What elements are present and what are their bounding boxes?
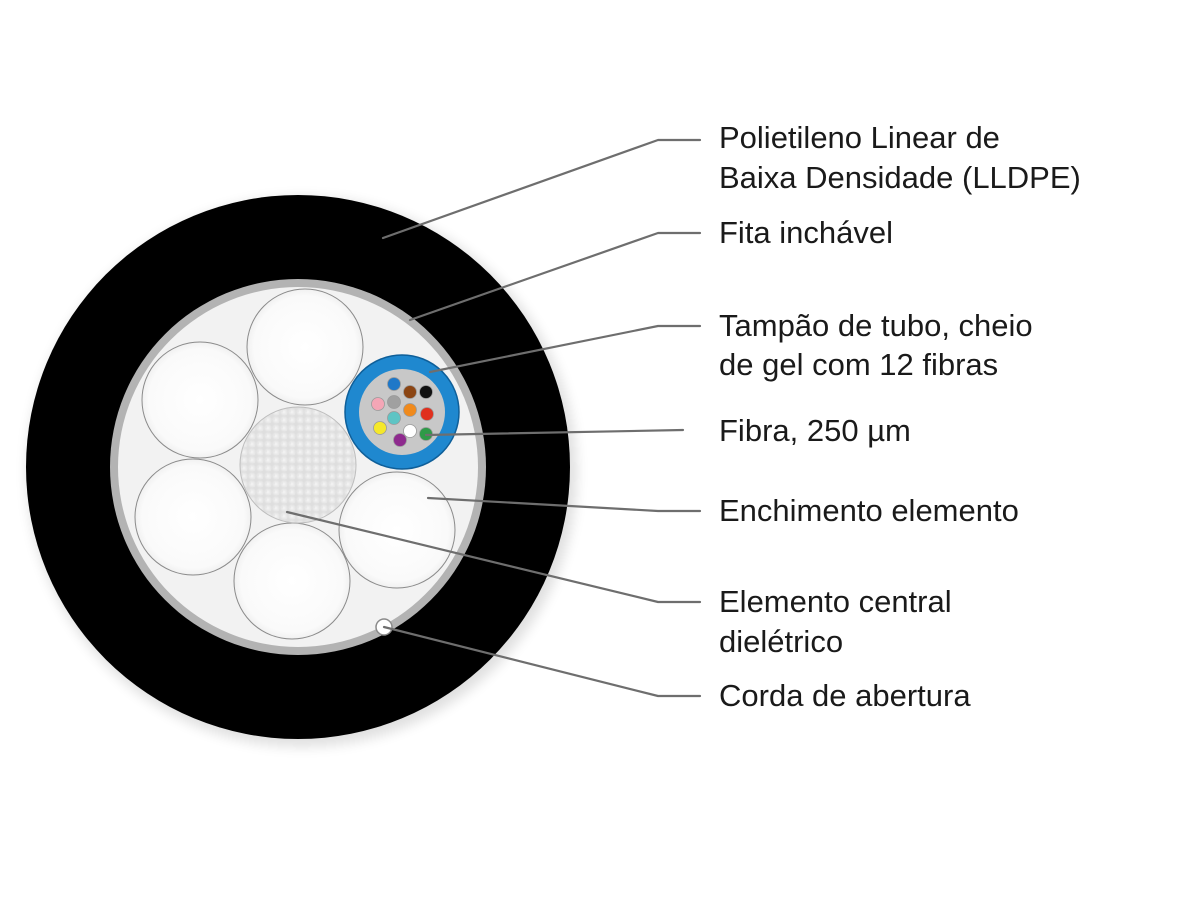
- fiber-8: [373, 421, 387, 435]
- label-ripcord: Corda de abertura: [719, 678, 971, 713]
- label-swell-tape: Fita inchável: [719, 215, 894, 250]
- filler-element: [233, 522, 351, 640]
- leader-line-central: [285, 510, 702, 604]
- label-tube-line1: Tampão de tubo, cheio: [719, 308, 1033, 343]
- fiber-9: [387, 411, 401, 425]
- label-central-line2: dielétrico: [719, 624, 844, 659]
- fiber-3: [419, 385, 433, 399]
- leader-line-fiber: [424, 428, 685, 437]
- filler-element: [338, 471, 456, 589]
- central-dielectric-element: [239, 406, 357, 524]
- label-fiber: Fibra, 250 µm: [719, 413, 911, 448]
- tube-outer-edge: [344, 354, 460, 470]
- leader-line-filler: [426, 496, 702, 513]
- label-tube-line2: de gel com 12 fibras: [719, 347, 999, 382]
- filler-element: [246, 288, 364, 406]
- fiber-1: [387, 377, 401, 391]
- fiber-11: [393, 433, 407, 447]
- fiber-7: [420, 407, 434, 421]
- label-central-line1: Elemento central: [719, 584, 952, 619]
- filler-element: [134, 458, 252, 576]
- fiber-10: [403, 424, 417, 438]
- leader-line-tube: [428, 324, 702, 374]
- label-lldpe-line1: Polietileno Linear de: [719, 120, 1000, 155]
- fiber-4: [371, 397, 385, 411]
- filler-element: [141, 341, 259, 459]
- fiber-bundle: [371, 377, 434, 447]
- leader-line-lldpe: [381, 138, 702, 240]
- fiber-5: [387, 395, 401, 409]
- leader-line-ripcord: [382, 625, 702, 698]
- label-lldpe-line2: Baixa Densidade (LLDPE): [719, 160, 1081, 195]
- fiber-2: [403, 385, 417, 399]
- fiber-6: [403, 403, 417, 417]
- label-filler: Enchimento elemento: [719, 493, 1019, 528]
- leader-line-swell-tape: [408, 231, 702, 322]
